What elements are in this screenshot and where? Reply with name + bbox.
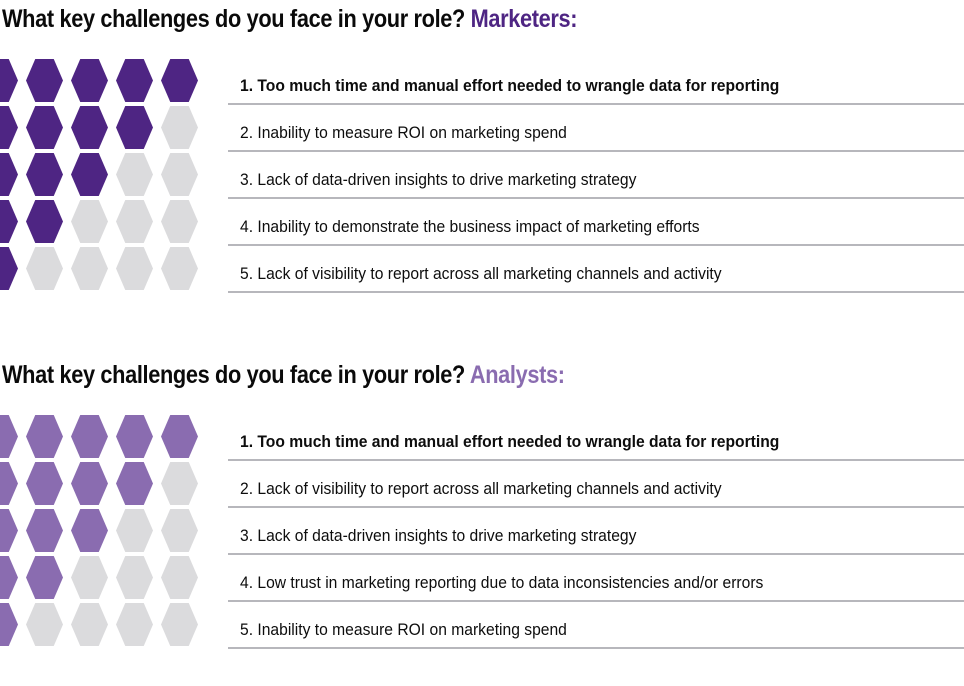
hexagon-row	[0, 246, 213, 293]
challenge-row: 3. Lack of data-driven insights to drive…	[228, 152, 964, 199]
hexagon-empty	[71, 247, 108, 290]
challenge-label: 4. Inability to demonstrate the business…	[240, 217, 700, 236]
challenge-label: 2. Inability to measure ROI on marketing…	[240, 123, 567, 142]
section-title-analysts: What key challenges do you face in your …	[2, 360, 565, 390]
hexagon-filled	[0, 247, 18, 290]
hexagon-row	[0, 555, 213, 602]
hexagon-empty	[71, 603, 108, 646]
section-title-question: What key challenges do you face in your …	[2, 5, 465, 33]
hexagon-filled	[71, 153, 108, 196]
hexagon-filled	[26, 509, 63, 552]
hexagon-row	[0, 414, 213, 461]
hexagon-filled	[71, 59, 108, 102]
challenge-row: 5. Lack of visibility to report across a…	[228, 246, 964, 293]
hexagon-empty	[161, 153, 198, 196]
hexagon-filled	[26, 415, 63, 458]
hexagon-filled	[116, 59, 153, 102]
hexagon-filled	[26, 200, 63, 243]
hexagon-empty	[161, 106, 198, 149]
hexagon-filled	[0, 556, 18, 599]
hexagon-filled	[26, 59, 63, 102]
hexagon-empty	[26, 603, 63, 646]
section-title-audience: Marketers:	[470, 5, 578, 33]
hexagon-filled	[161, 59, 198, 102]
hexagon-empty	[116, 509, 153, 552]
challenge-list-marketers: 1. Too much time and manual effort neede…	[228, 58, 964, 293]
challenge-label: 4. Low trust in marketing reporting due …	[240, 573, 764, 592]
challenge-label: 3. Lack of data-driven insights to drive…	[240, 170, 637, 189]
hexagon-empty	[161, 556, 198, 599]
hexagon-filled	[0, 153, 18, 196]
hexagon-filled	[26, 153, 63, 196]
hexagon-filled	[116, 106, 153, 149]
challenge-row: 4. Inability to demonstrate the business…	[228, 199, 964, 246]
hexagon-filled	[26, 556, 63, 599]
hexagon-filled	[26, 462, 63, 505]
hexagon-row	[0, 152, 213, 199]
hexagon-empty	[161, 200, 198, 243]
challenge-row: 1. Too much time and manual effort neede…	[228, 414, 964, 461]
hexagon-filled	[116, 462, 153, 505]
challenge-row: 3. Lack of data-driven insights to drive…	[228, 508, 964, 555]
hexagon-filled	[71, 509, 108, 552]
challenge-label: 3. Lack of data-driven insights to drive…	[240, 526, 637, 545]
hexagon-empty	[116, 200, 153, 243]
challenge-label: 2. Lack of visibility to report across a…	[240, 479, 722, 498]
challenge-list-analysts: 1. Too much time and manual effort neede…	[228, 414, 964, 649]
hexagon-filled	[0, 415, 18, 458]
hexagon-filled	[161, 415, 198, 458]
hexagon-filled	[0, 603, 18, 646]
challenge-label: 1. Too much time and manual effort neede…	[240, 76, 780, 95]
hexagon-filled	[71, 415, 108, 458]
hexagon-rank-grid-analysts	[0, 414, 213, 650]
hexagon-filled	[116, 415, 153, 458]
challenge-row: 4. Low trust in marketing reporting due …	[228, 555, 964, 602]
section-title-marketers: What key challenges do you face in your …	[2, 4, 578, 34]
hexagon-empty	[161, 462, 198, 505]
hexagon-filled	[0, 200, 18, 243]
hexagon-empty	[116, 247, 153, 290]
hexagon-rank-grid-marketers	[0, 58, 213, 294]
challenge-row: 1. Too much time and manual effort neede…	[228, 58, 964, 105]
hexagon-filled	[0, 106, 18, 149]
hexagon-row	[0, 58, 213, 105]
hexagon-filled	[0, 59, 18, 102]
hexagon-empty	[71, 556, 108, 599]
hexagon-empty	[161, 603, 198, 646]
hexagon-row	[0, 199, 213, 246]
challenge-row: 2. Lack of visibility to report across a…	[228, 461, 964, 508]
hexagon-filled	[26, 106, 63, 149]
challenge-row: 2. Inability to measure ROI on marketing…	[228, 105, 964, 152]
hexagon-empty	[26, 247, 63, 290]
hexagon-empty	[161, 509, 198, 552]
hexagon-row	[0, 602, 213, 649]
hexagon-empty	[116, 603, 153, 646]
challenge-label: 5. Inability to measure ROI on marketing…	[240, 620, 567, 639]
hexagon-filled	[71, 106, 108, 149]
challenge-label: 1. Too much time and manual effort neede…	[240, 432, 780, 451]
hexagon-empty	[161, 247, 198, 290]
hexagon-filled	[0, 462, 18, 505]
hexagon-empty	[71, 200, 108, 243]
section-title-audience: Analysts:	[469, 361, 565, 389]
challenge-label: 5. Lack of visibility to report across a…	[240, 264, 722, 283]
hexagon-row	[0, 461, 213, 508]
hexagon-row	[0, 105, 213, 152]
hexagon-empty	[116, 556, 153, 599]
hexagon-filled	[0, 509, 18, 552]
section-title-question: What key challenges do you face in your …	[2, 361, 465, 389]
hexagon-row	[0, 508, 213, 555]
hexagon-empty	[116, 153, 153, 196]
challenge-row: 5. Inability to measure ROI on marketing…	[228, 602, 964, 649]
hexagon-filled	[71, 462, 108, 505]
